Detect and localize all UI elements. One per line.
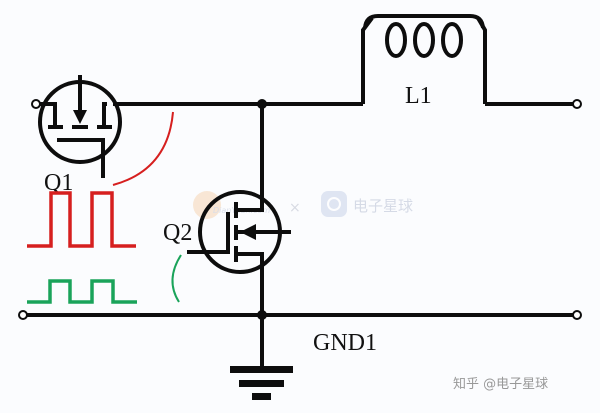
q1-arrow-icon — [73, 110, 87, 124]
dianzixingqiu-watermark: 电子星球 — [321, 191, 413, 217]
zhihu-watermark: 知乎 @电子星球 — [453, 376, 548, 392]
q2-arrow-icon — [240, 224, 256, 240]
output-terminal-bottom — [572, 310, 582, 320]
ground-symbol-icon — [230, 315, 293, 400]
q2-drive-arc — [171, 254, 182, 303]
q2-label: Q2 — [163, 220, 192, 246]
input-terminal-bottom — [18, 310, 28, 320]
input-terminal-top — [31, 99, 41, 109]
watermark-separator: × — [289, 200, 301, 216]
q2-gate-waveform — [27, 279, 137, 304]
inductor-l1 — [363, 14, 485, 58]
top-rail — [40, 16, 574, 106]
q1-gate-waveform — [27, 191, 136, 248]
dianzixingqiu-text: 电子星球 — [353, 197, 413, 215]
robot-logo-icon — [321, 191, 347, 217]
mosfet-q1 — [38, 75, 122, 178]
ground-label: GND1 — [313, 330, 377, 356]
output-terminal-top — [572, 99, 582, 109]
q1-drive-arc — [112, 111, 174, 186]
inductor-label: L1 — [405, 83, 432, 109]
